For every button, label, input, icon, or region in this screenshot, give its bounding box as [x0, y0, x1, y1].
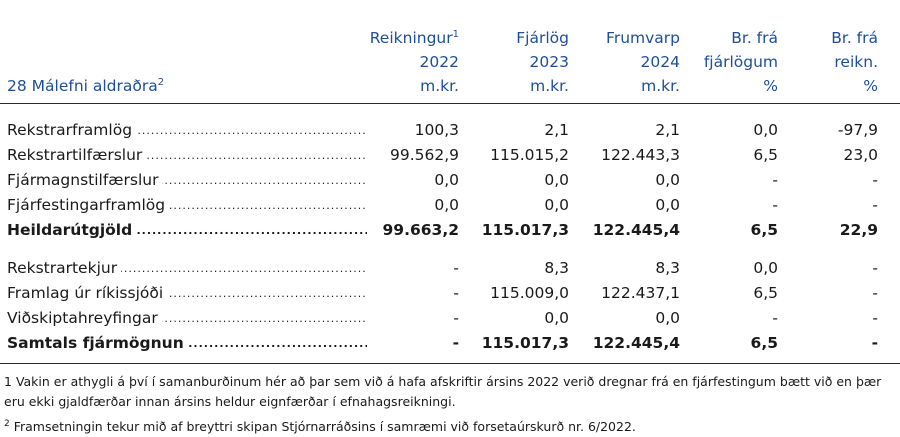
column-header-2: Frumvarp 2024 m.kr.	[606, 26, 680, 98]
cell-col-1: 115.009,0	[490, 284, 569, 302]
cell-col-3: 6,5	[750, 334, 778, 352]
table-row: ........................................…	[0, 168, 900, 193]
cell-col-0: 100,3	[414, 121, 459, 139]
row-label: ........................................…	[7, 306, 367, 331]
cell-col-4: -	[871, 334, 878, 352]
row-label: ........................................…	[7, 118, 367, 143]
table-row: ........................................…	[0, 281, 900, 306]
column-header-line: 2022	[419, 53, 459, 71]
cell-col-1: 115.017,3	[481, 334, 569, 352]
cell-col-3: 6,5	[750, 221, 778, 239]
cell-col-1: 2,1	[544, 121, 569, 139]
cell-col-3: 6,5	[753, 146, 778, 164]
cell-col-1: 8,3	[544, 259, 569, 277]
cell-col-0: 99.562,9	[389, 146, 459, 164]
cell-col-3: -	[772, 171, 778, 189]
cell-col-3: 0,0	[753, 259, 778, 277]
header-rule	[0, 103, 900, 104]
row-label: ........................................…	[7, 256, 367, 281]
cell-col-2: 122.437,1	[601, 284, 680, 302]
row-label: ........................................…	[7, 143, 367, 168]
cell-col-0: -	[453, 284, 459, 302]
table-row: ........................................…	[0, 143, 900, 168]
cell-col-4: -	[872, 259, 878, 277]
column-header-line: Br. frá	[831, 29, 878, 47]
row-label: ........................................…	[7, 193, 367, 218]
row-label: ........................................…	[7, 218, 367, 243]
cell-col-2: 122.445,4	[592, 334, 680, 352]
column-header-line: m.kr.	[641, 77, 680, 95]
cell-col-2: 0,0	[655, 196, 680, 214]
total-row: ........................................…	[0, 218, 900, 243]
bottom-rule	[0, 363, 900, 364]
cell-col-4: -	[872, 171, 878, 189]
row-label: ........................................…	[7, 331, 367, 356]
column-header-3: Br. frá fjárlögum%	[704, 26, 778, 98]
cell-col-0: -	[453, 309, 459, 327]
cell-col-0: 0,0	[434, 196, 459, 214]
cell-col-1: 115.017,3	[481, 221, 569, 239]
column-header-line: Reikningur1	[369, 28, 459, 47]
column-header-line: %	[763, 77, 778, 95]
column-header-line: m.kr.	[420, 77, 459, 95]
cell-col-1: 115.015,2	[490, 146, 569, 164]
column-header-4: Br. frá reikn.%	[831, 26, 878, 98]
cell-col-3: -	[772, 309, 778, 327]
column-header-line: m.kr.	[530, 77, 569, 95]
footnote-2: 2 Framsetningin tekur mið af breyttri sk…	[4, 419, 636, 435]
row-label: ........................................…	[7, 281, 367, 306]
cell-col-2: 0,0	[655, 309, 680, 327]
cell-col-4: 23,0	[843, 146, 878, 164]
column-header-1: Fjárlög 2023 m.kr.	[516, 26, 569, 98]
column-header-line: Frumvarp	[606, 29, 680, 47]
cell-col-1: 0,0	[544, 309, 569, 327]
table-row: ........................................…	[0, 256, 900, 281]
column-header-line: %	[863, 77, 878, 95]
table-row: ........................................…	[0, 306, 900, 331]
cell-col-2: 0,0	[655, 171, 680, 189]
cell-col-3: -	[772, 196, 778, 214]
cell-col-4: -97,9	[837, 121, 878, 139]
table-row: ........................................…	[0, 118, 900, 143]
column-header-line: fjárlögum	[703, 53, 778, 71]
column-header-0: Reikningur1 2022 m.kr.	[370, 26, 459, 98]
cell-col-4: -	[872, 196, 878, 214]
cell-col-4: -	[872, 284, 878, 302]
total-row: ........................................…	[0, 331, 900, 356]
cell-col-0: -	[453, 259, 459, 277]
column-header-line: Br. frá	[731, 29, 778, 47]
cell-col-3: 6,5	[753, 284, 778, 302]
cell-col-0: 0,0	[434, 171, 459, 189]
cell-col-2: 122.443,3	[601, 146, 680, 164]
cell-col-0: 99.663,2	[382, 221, 460, 239]
table-row: ........................................…	[0, 193, 900, 218]
cell-col-4: 22,9	[839, 221, 878, 239]
cell-col-4: -	[872, 309, 878, 327]
cell-col-1: 0,0	[544, 196, 569, 214]
cell-col-2: 8,3	[655, 259, 680, 277]
row-label: ........................................…	[7, 168, 367, 193]
cell-col-1: 0,0	[544, 171, 569, 189]
cell-col-2: 2,1	[655, 121, 680, 139]
column-header-line: 2023	[529, 53, 569, 71]
cell-col-2: 122.445,4	[592, 221, 680, 239]
table-title: 28 Málefni aldraðra2	[7, 76, 165, 95]
footnote-1: 1 Vakin er athygli á því í samanburðinum…	[4, 374, 882, 409]
column-header-line: 2024	[640, 53, 680, 71]
cell-col-3: 0,0	[753, 121, 778, 139]
column-header-line: Fjárlög	[516, 29, 569, 47]
column-header-line: reikn.	[834, 53, 878, 71]
cell-col-0: -	[452, 334, 459, 352]
